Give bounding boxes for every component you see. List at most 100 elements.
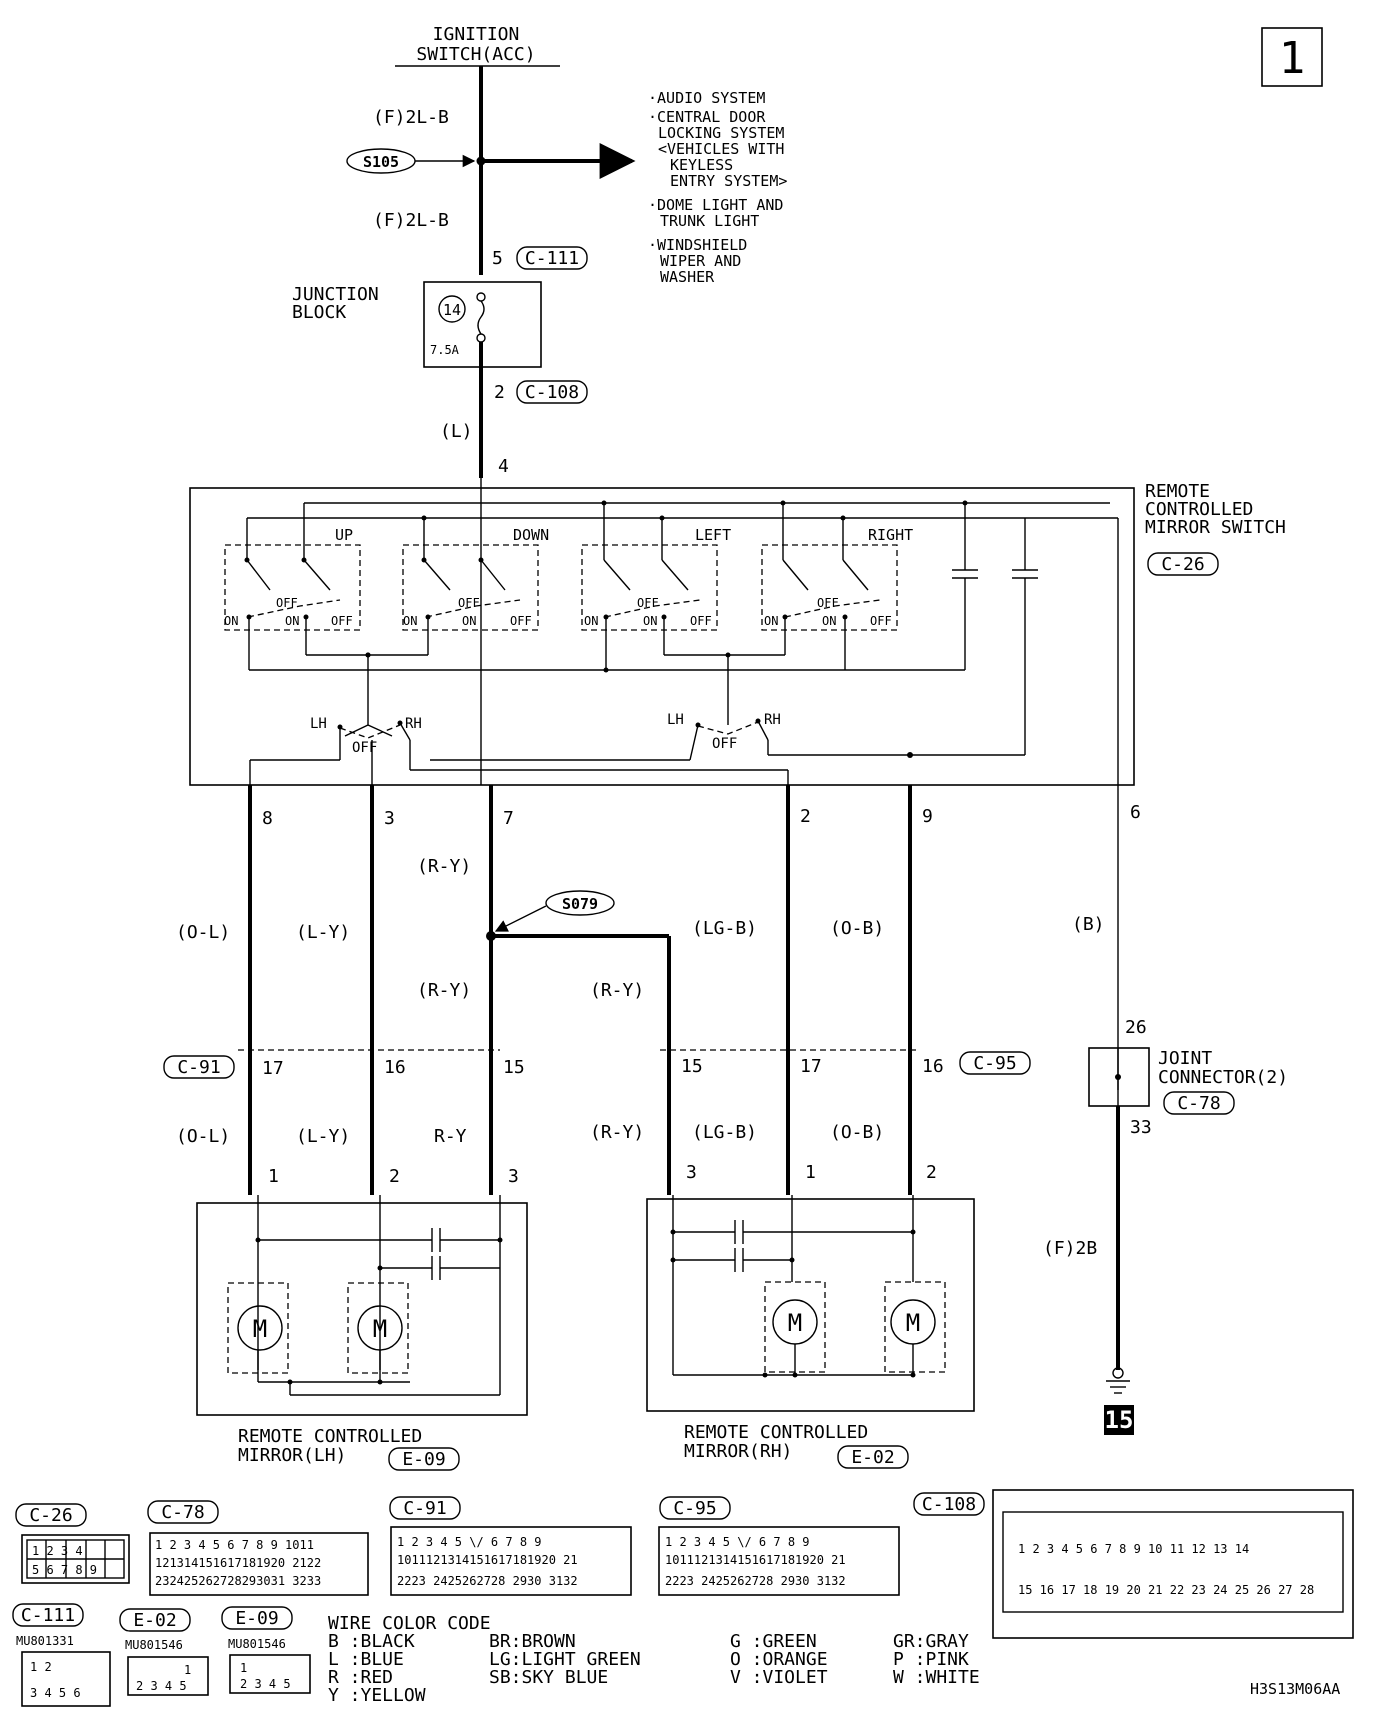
svg-text:2223 2425262728 2930 3132: 2223 2425262728 2930 3132	[397, 1574, 578, 1588]
motor-label: M	[788, 1309, 802, 1337]
wire-color-item: O :ORANGE	[730, 1649, 828, 1670]
ground-number-box	[1104, 1405, 1134, 1435]
switch-off-up-2: OFF	[331, 614, 353, 628]
wire-color-item: B :BLACK	[328, 1631, 415, 1652]
wire-color-item: R :RED	[328, 1667, 393, 1688]
wire-color-legend: WIRE COLOR CODE B :BLACK L :BLUE R :RED …	[328, 1613, 980, 1706]
joint-connector-label-2: CONNECTOR(2)	[1158, 1067, 1288, 1088]
selector-lh-2: LH	[667, 712, 684, 728]
out-pin: 6	[1130, 802, 1141, 823]
wire-label-bottom: (O-B)	[830, 1122, 884, 1143]
diagram-code: H3S13M06AA	[1250, 1680, 1340, 1698]
mirror-lh: M M	[196, 1195, 528, 1416]
switch-off-right-2: OFF	[870, 614, 892, 628]
switch-off-up: OFF	[276, 596, 298, 610]
conn-c26-label: C-26	[1161, 554, 1204, 575]
switch-on-left-2: ON	[643, 614, 657, 628]
wire-label: (R-Y)	[417, 856, 471, 877]
fuse-number: 14	[443, 301, 461, 319]
selector-off-2: OFF	[712, 736, 737, 752]
conn-c108-label: C-108	[525, 382, 579, 403]
fuse-number-circle	[438, 295, 466, 323]
mirror-rh-pin: 1	[805, 1162, 816, 1183]
motor-label: M	[253, 1315, 267, 1343]
conn-c95-legend-label: C-95	[673, 1498, 716, 1519]
connector-c78: C-78 1 2 3 4 5 6 7 8 9 1011 121314151617…	[147, 1500, 369, 1596]
mirror-lh-label-2: MIRROR(LH)	[238, 1445, 346, 1466]
c91-pin: 15	[503, 1057, 525, 1078]
splice-s079-dot	[486, 931, 496, 941]
wire-label-f2lb-2: (F)2L-B	[373, 210, 449, 231]
wire-color-item: Y :YELLOW	[328, 1685, 426, 1706]
conn-c95-label: C-95	[973, 1053, 1016, 1074]
switch-title-2: CONTROLLED	[1145, 499, 1253, 520]
conn-c111-legend-label: C-111	[21, 1605, 75, 1626]
wire-label-l: (L)	[440, 421, 473, 442]
svg-text:232425262728293031 3233: 232425262728293031 3233	[155, 1574, 321, 1588]
switch-title-3: MIRROR SWITCH	[1145, 517, 1286, 538]
mirror-switch-box	[189, 487, 1135, 786]
motor-icon	[237, 1305, 283, 1351]
branch-item: ·CENTRAL DOOR	[648, 108, 766, 126]
wire-label-bottom: R-Y	[434, 1126, 467, 1147]
svg-text:15 16 17 18 19 20 21 22 23 24: 15 16 17 18 19 20 21 22 23 24 25 26 27 2…	[1018, 1583, 1314, 1597]
switch-on-left: ON	[584, 614, 598, 628]
mirror-switch: REMOTE CONTROLLED MIRROR SWITCH C-26 UP …	[189, 478, 1286, 786]
svg-text:3 4 5 6: 3 4 5 6	[30, 1686, 81, 1700]
svg-text:1 2: 1 2	[30, 1660, 52, 1674]
fuse-icon	[477, 300, 485, 335]
selector-off-1: OFF	[352, 740, 377, 756]
c95-pin: 15	[681, 1056, 703, 1077]
connector-e02: E-02 MU801546 1 2 3 4 5	[119, 1608, 209, 1696]
svg-text:1 2 3 4 5 6 7 8 9 1011: 1 2 3 4 5 6 7 8 9 1011	[155, 1538, 314, 1552]
c91-pin: 16	[384, 1057, 406, 1078]
connector-c108: C-108 1 2 3 4 5 6 7 8 9 10 11 12 13 14 1…	[913, 1489, 1354, 1639]
pin-33: 33	[1130, 1117, 1152, 1138]
mirror-rh-box	[646, 1198, 975, 1412]
dir-label-right: RIGHT	[868, 526, 913, 544]
joint-connector-label-1: JOINT	[1158, 1048, 1212, 1069]
pin-26: 26	[1125, 1017, 1147, 1038]
svg-text:1: 1	[240, 1661, 247, 1675]
selector-lh-1: LH	[310, 716, 327, 732]
conn-e09-label: E-09	[402, 1449, 445, 1470]
branch-item: WASHER	[660, 268, 715, 286]
conn-c91-label: C-91	[177, 1057, 220, 1078]
conn-c111-label: C-111	[525, 248, 579, 269]
ignition-label-1: IGNITION	[433, 24, 520, 45]
svg-text:2 3 4 5: 2 3 4 5	[136, 1679, 187, 1693]
c91-pin: 17	[262, 1058, 284, 1079]
wire-label: (R-Y)	[590, 980, 644, 1001]
conn-c78-legend-label: C-78	[161, 1502, 204, 1523]
branch-item: ENTRY SYSTEM>	[670, 172, 787, 190]
conn-c91-legend-label: C-91	[403, 1498, 446, 1519]
mirror-rh-label-1: REMOTE CONTROLLED	[684, 1422, 868, 1443]
branch-item: WIPER AND	[660, 252, 741, 270]
switch-on-up: ON	[224, 614, 238, 628]
wire-color-item: GR:GRAY	[893, 1631, 969, 1652]
wire-label-f2b: (F)2B	[1043, 1238, 1097, 1259]
conn-c108-legend-label: C-108	[922, 1494, 976, 1515]
branch-item: <VEHICLES WITH	[658, 140, 784, 158]
dir-label-left: LEFT	[695, 526, 731, 544]
conn-e09-legend-label: E-09	[235, 1608, 278, 1629]
mirror-rh-pin: 2	[926, 1162, 937, 1183]
splice-s079-tag	[545, 890, 615, 916]
mirror-rh-label-2: MIRROR(RH)	[684, 1441, 792, 1462]
pin-2: 2	[494, 382, 505, 403]
wire-color-item: V :VIOLET	[730, 1667, 828, 1688]
out-pin: 9	[922, 806, 933, 827]
ground-number: 15	[1105, 1406, 1134, 1434]
mirror-lh-box	[196, 1202, 528, 1416]
out-pin: 7	[503, 808, 514, 829]
conn-c26-legend-label: C-26	[29, 1505, 72, 1526]
wire-color-title: WIRE COLOR CODE	[328, 1613, 491, 1634]
svg-text:1: 1	[184, 1663, 191, 1677]
dir-label-up: UP	[335, 526, 353, 544]
wire-label-bottom: (R-Y)	[590, 1122, 644, 1143]
connector-c26: C-26 1 2 3 4 5 6 7 8 9	[15, 1503, 130, 1584]
ignition-label-2: SWITCH(ACC)	[416, 44, 535, 65]
connector-e09: E-09 MU801546 1 2 3 4 5	[221, 1606, 311, 1694]
out-pin: 2	[800, 806, 811, 827]
